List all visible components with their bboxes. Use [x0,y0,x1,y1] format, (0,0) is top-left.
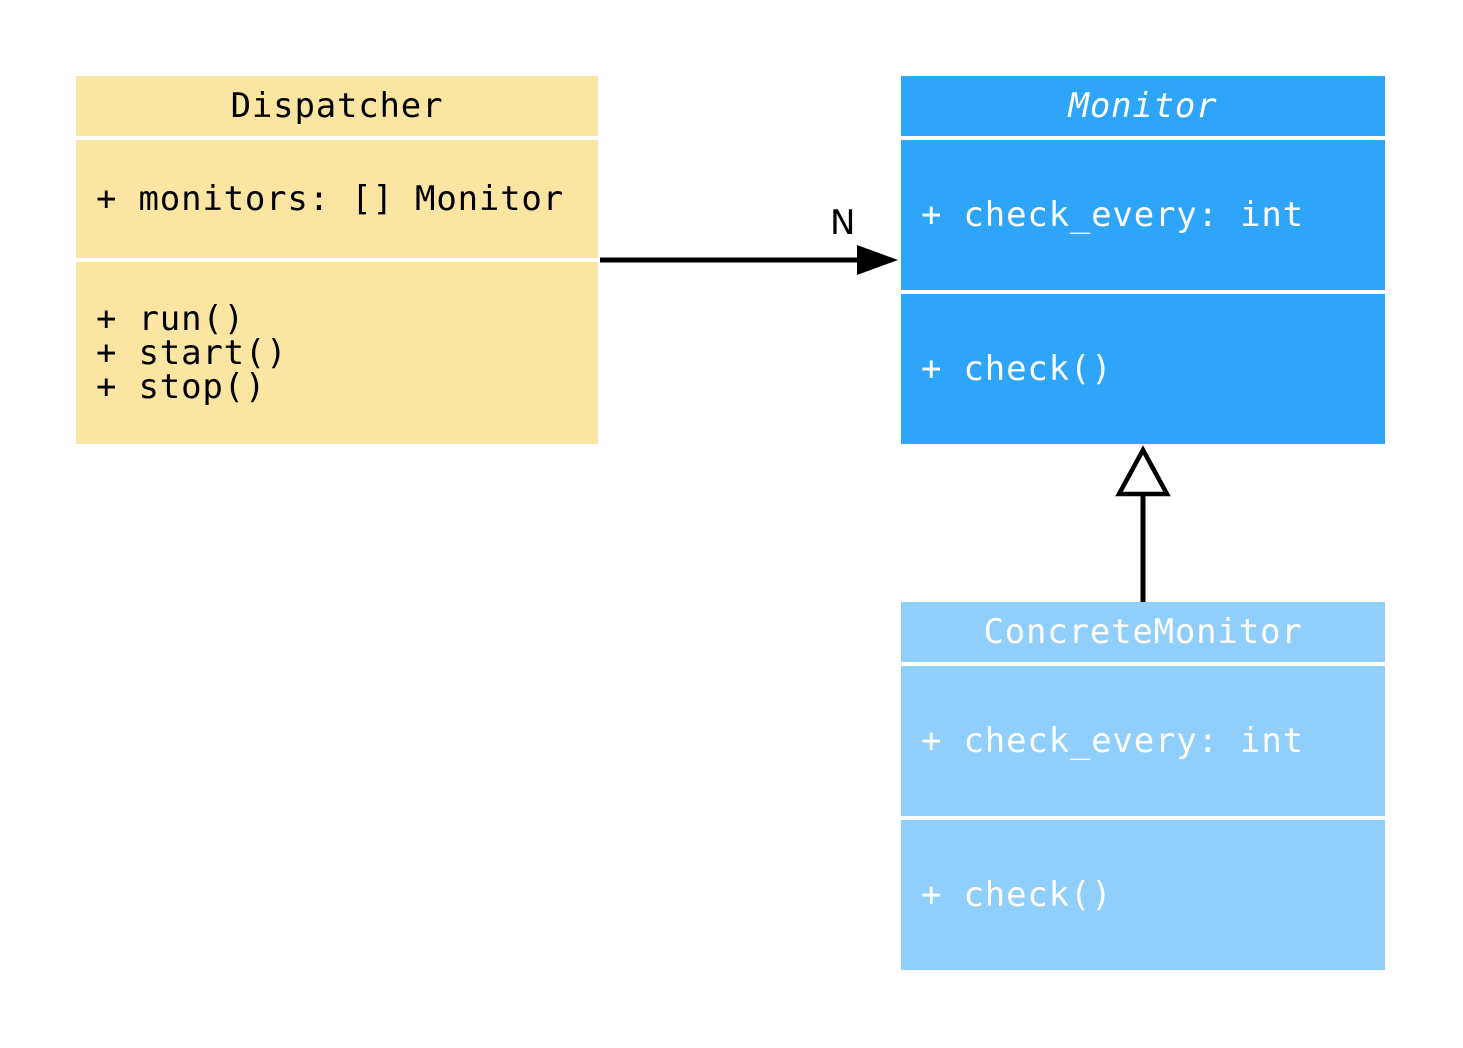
class-title-monitor: Monitor [901,76,1385,136]
attributes-compartment-concretemonitor: + check_every: int [901,666,1385,816]
methods-compartment-dispatcher: + run() + start() + stop() [76,262,598,444]
class-node-concretemonitor[interactable]: ConcreteMonitor + check_every: int + che… [901,602,1385,970]
method-item: + stop() [96,367,267,407]
filled-arrowhead-icon [857,245,898,275]
inheritance-arrow-concretemonitor-to-monitor [1115,445,1171,602]
class-title-dispatcher: Dispatcher [76,76,598,136]
class-node-monitor[interactable]: Monitor + check_every: int + check() [901,76,1385,444]
method-item: + start() [96,333,288,373]
method-item: + run() [96,299,245,339]
association-multiplicity-label: N [830,203,856,243]
attribute-item: + monitors: [] Monitor [96,179,564,219]
methods-compartment-monitor: + check() [901,294,1385,444]
methods-compartment-concretemonitor: + check() [901,820,1385,970]
attributes-compartment-monitor: + check_every: int [901,140,1385,290]
class-node-dispatcher[interactable]: Dispatcher + monitors: [] Monitor + run(… [76,76,598,444]
method-item: + check() [921,875,1113,915]
attributes-compartment-dispatcher: + monitors: [] Monitor [76,140,598,258]
method-item: + check() [921,349,1113,389]
class-title-concretemonitor: ConcreteMonitor [901,602,1385,662]
attribute-item: + check_every: int [921,721,1304,761]
attribute-item: + check_every: int [921,195,1304,235]
hollow-triangle-arrowhead-icon [1115,445,1171,497]
association-arrow-dispatcher-to-monitor [600,245,898,275]
